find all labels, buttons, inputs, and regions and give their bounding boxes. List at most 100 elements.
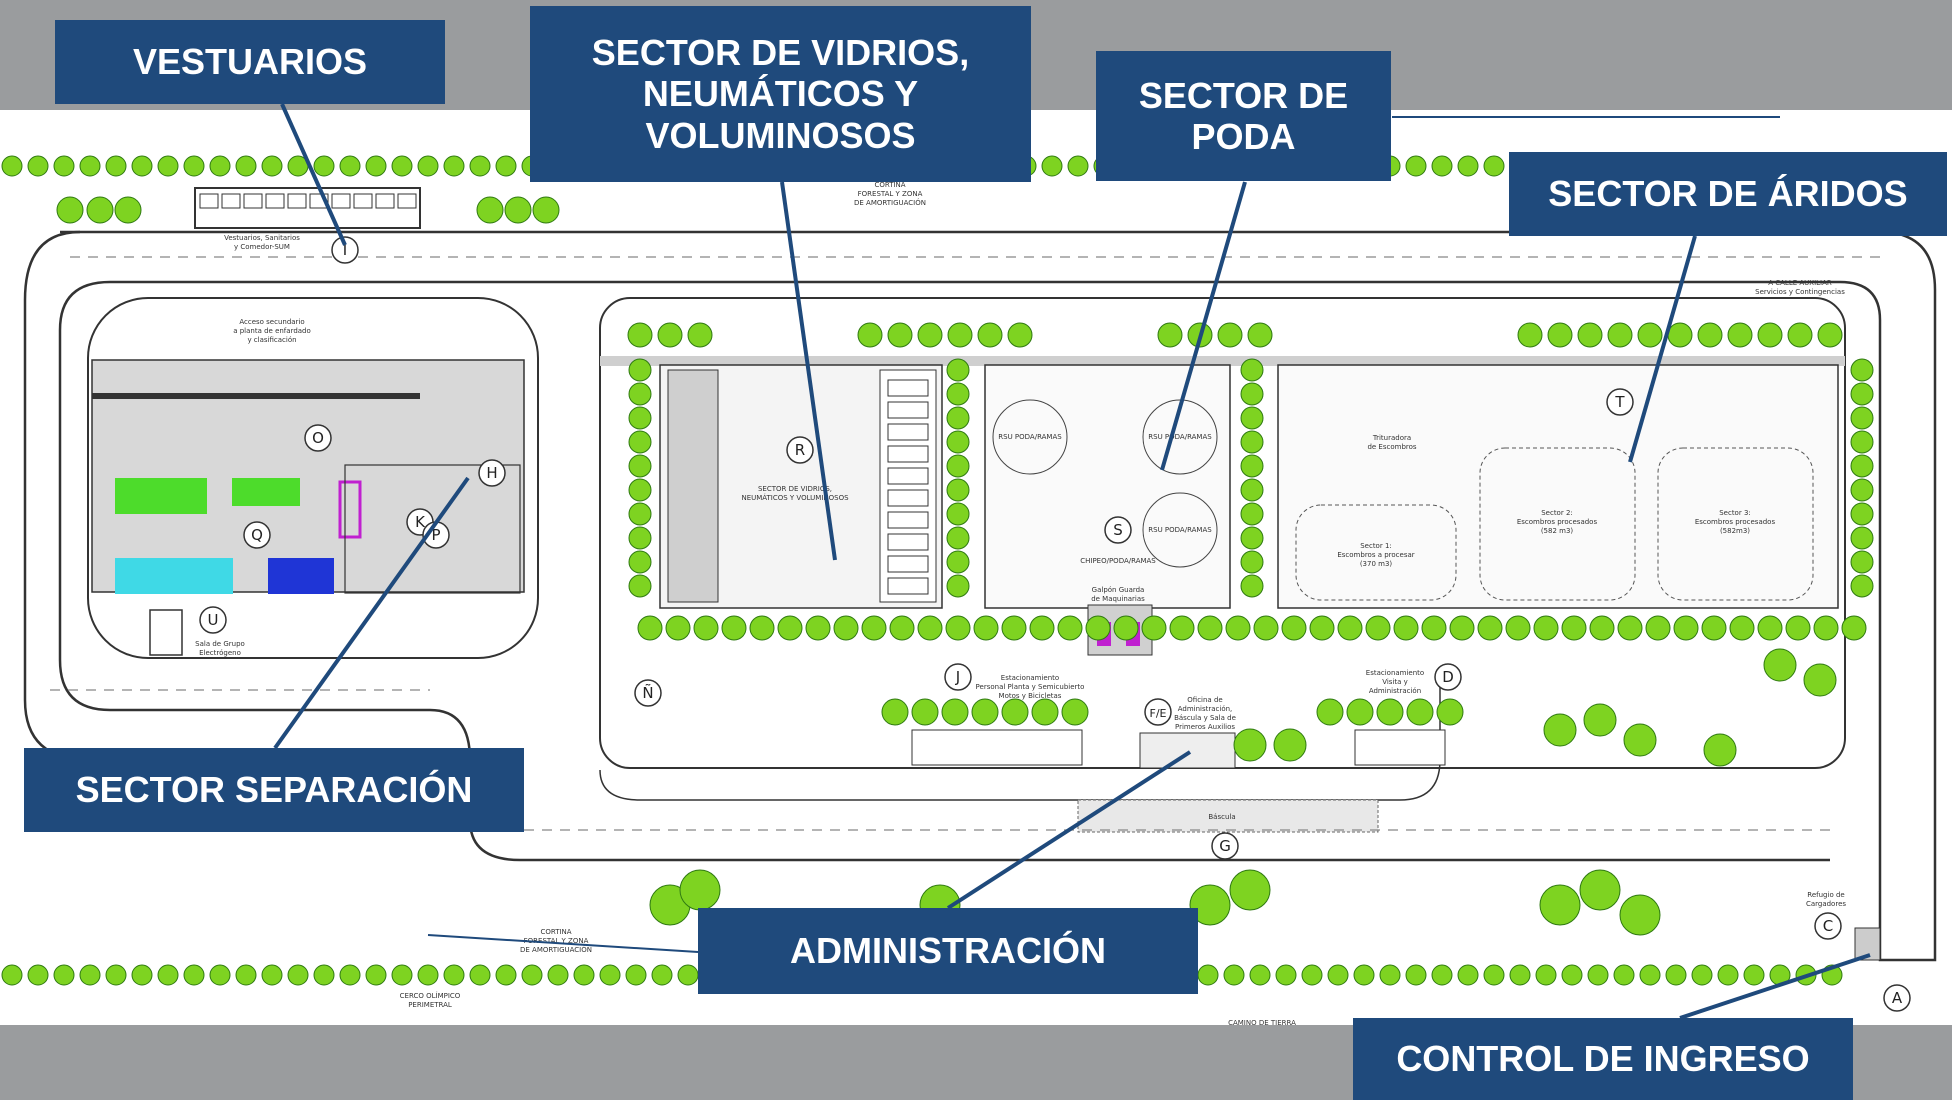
tree xyxy=(946,382,970,406)
label-sector2-1: Sector 2: xyxy=(1541,509,1573,517)
label-sector-vidrios-2: NEUMÁTICOS Y VOLUMINOSOS xyxy=(741,493,849,502)
label-sector3-1: Sector 3: xyxy=(1719,509,1751,517)
zone-letter-circle xyxy=(1814,912,1842,940)
tree xyxy=(1841,615,1867,641)
tree xyxy=(1405,964,1427,986)
tree xyxy=(1247,322,1273,348)
tree xyxy=(971,698,999,726)
label-cortina-bot-3: DE AMORTIGUACIÓN xyxy=(520,945,592,954)
tree xyxy=(946,550,970,574)
tree xyxy=(628,454,652,478)
zone-letter: R xyxy=(795,441,805,459)
label-amort-top: DE AMORTIGUACIÓN xyxy=(854,198,926,207)
tree xyxy=(805,615,831,641)
tree xyxy=(1561,615,1587,641)
zone-letter: A xyxy=(1892,989,1903,1007)
tree xyxy=(209,964,231,986)
tree xyxy=(1665,964,1687,986)
tree xyxy=(1729,615,1755,641)
tree xyxy=(1457,155,1479,177)
tree xyxy=(131,155,153,177)
zone-letter-circle xyxy=(786,436,814,464)
tree xyxy=(628,478,652,502)
tree xyxy=(1240,430,1264,454)
poda-sector xyxy=(984,364,1231,609)
tree xyxy=(1405,155,1427,177)
tree xyxy=(1505,615,1531,641)
tree xyxy=(1379,964,1401,986)
tree xyxy=(1217,322,1243,348)
callout-poda: SECTOR DE PODA xyxy=(1096,51,1391,181)
tree xyxy=(521,964,543,986)
tree xyxy=(1587,964,1609,986)
tree xyxy=(1240,358,1264,382)
tree xyxy=(911,698,939,726)
label-sector1-1: Sector 1: xyxy=(1360,542,1392,550)
parking-personal xyxy=(911,729,1083,766)
label-acceso-1: Acceso secundario xyxy=(239,318,304,326)
label-sector1-3: (370 m3) xyxy=(1360,560,1393,568)
zone-letter-circle xyxy=(243,521,271,549)
tree xyxy=(1253,615,1279,641)
tree xyxy=(1067,155,1089,177)
zone-letter-circle xyxy=(1883,984,1911,1012)
callout-vidrios: SECTOR DE VIDRIOS, NEUMÁTICOS Y VOLUMINO… xyxy=(530,6,1031,182)
tree xyxy=(56,196,84,224)
label-calle-aux-2: Servicios y Contingencias xyxy=(1755,288,1845,296)
label-refugio-2: Cargadores xyxy=(1806,900,1846,908)
tree xyxy=(1223,964,1245,986)
container-bin xyxy=(887,511,929,529)
tree xyxy=(1850,382,1874,406)
tree xyxy=(1240,574,1264,598)
label-vestuarios-1: Vestuarios, Sanitarios xyxy=(224,234,300,242)
tree xyxy=(1701,615,1727,641)
tree xyxy=(861,615,887,641)
tree xyxy=(27,964,49,986)
tree xyxy=(1850,358,1874,382)
tree xyxy=(1477,615,1503,641)
tree xyxy=(625,964,647,986)
zone-letter: G xyxy=(1219,837,1231,855)
tree xyxy=(1607,322,1633,348)
label-camino: CAMINO DE TIERRA xyxy=(1228,1019,1296,1027)
label-acceso-3: y clasificación xyxy=(247,336,296,344)
zone-letter-circle xyxy=(304,424,332,452)
tree xyxy=(945,615,971,641)
tree xyxy=(495,964,517,986)
zone-letter-circle xyxy=(1606,388,1634,416)
tree xyxy=(365,964,387,986)
tree xyxy=(1457,964,1479,986)
tree xyxy=(443,155,465,177)
tree xyxy=(1029,615,1055,641)
tree xyxy=(833,615,859,641)
callout-aridos-text: SECTOR DE ÁRIDOS xyxy=(1548,173,1908,215)
tree xyxy=(1850,454,1874,478)
label-rsu-2: RSU PODA/RAMAS xyxy=(1148,433,1212,441)
tree xyxy=(1539,884,1581,926)
tree xyxy=(79,155,101,177)
label-sector1-2: Escombros a procesar xyxy=(1337,551,1414,559)
tree xyxy=(1813,615,1839,641)
zone-letter: U xyxy=(208,611,219,629)
tree xyxy=(721,615,747,641)
zone-letter: Q xyxy=(251,526,263,544)
tree xyxy=(157,155,179,177)
label-forestal-top: FORESTAL Y ZONA xyxy=(858,190,923,198)
tree xyxy=(657,322,683,348)
tree xyxy=(977,322,1003,348)
tree xyxy=(443,964,465,986)
tree xyxy=(476,196,504,224)
separation-purple xyxy=(338,480,362,539)
tree xyxy=(665,615,691,641)
label-oficina-4: Primeros Auxilios xyxy=(1175,723,1235,731)
tree xyxy=(339,155,361,177)
tree xyxy=(1623,723,1657,757)
zone-letter: J xyxy=(955,668,960,686)
callout-administracion-text: ADMINISTRACIÓN xyxy=(790,930,1106,972)
tree xyxy=(1240,550,1264,574)
tree xyxy=(1,964,23,986)
container-bin xyxy=(887,555,929,573)
zone-letter: P xyxy=(431,526,440,544)
tree xyxy=(1229,869,1271,911)
zone-letter: F/E xyxy=(1150,707,1167,720)
